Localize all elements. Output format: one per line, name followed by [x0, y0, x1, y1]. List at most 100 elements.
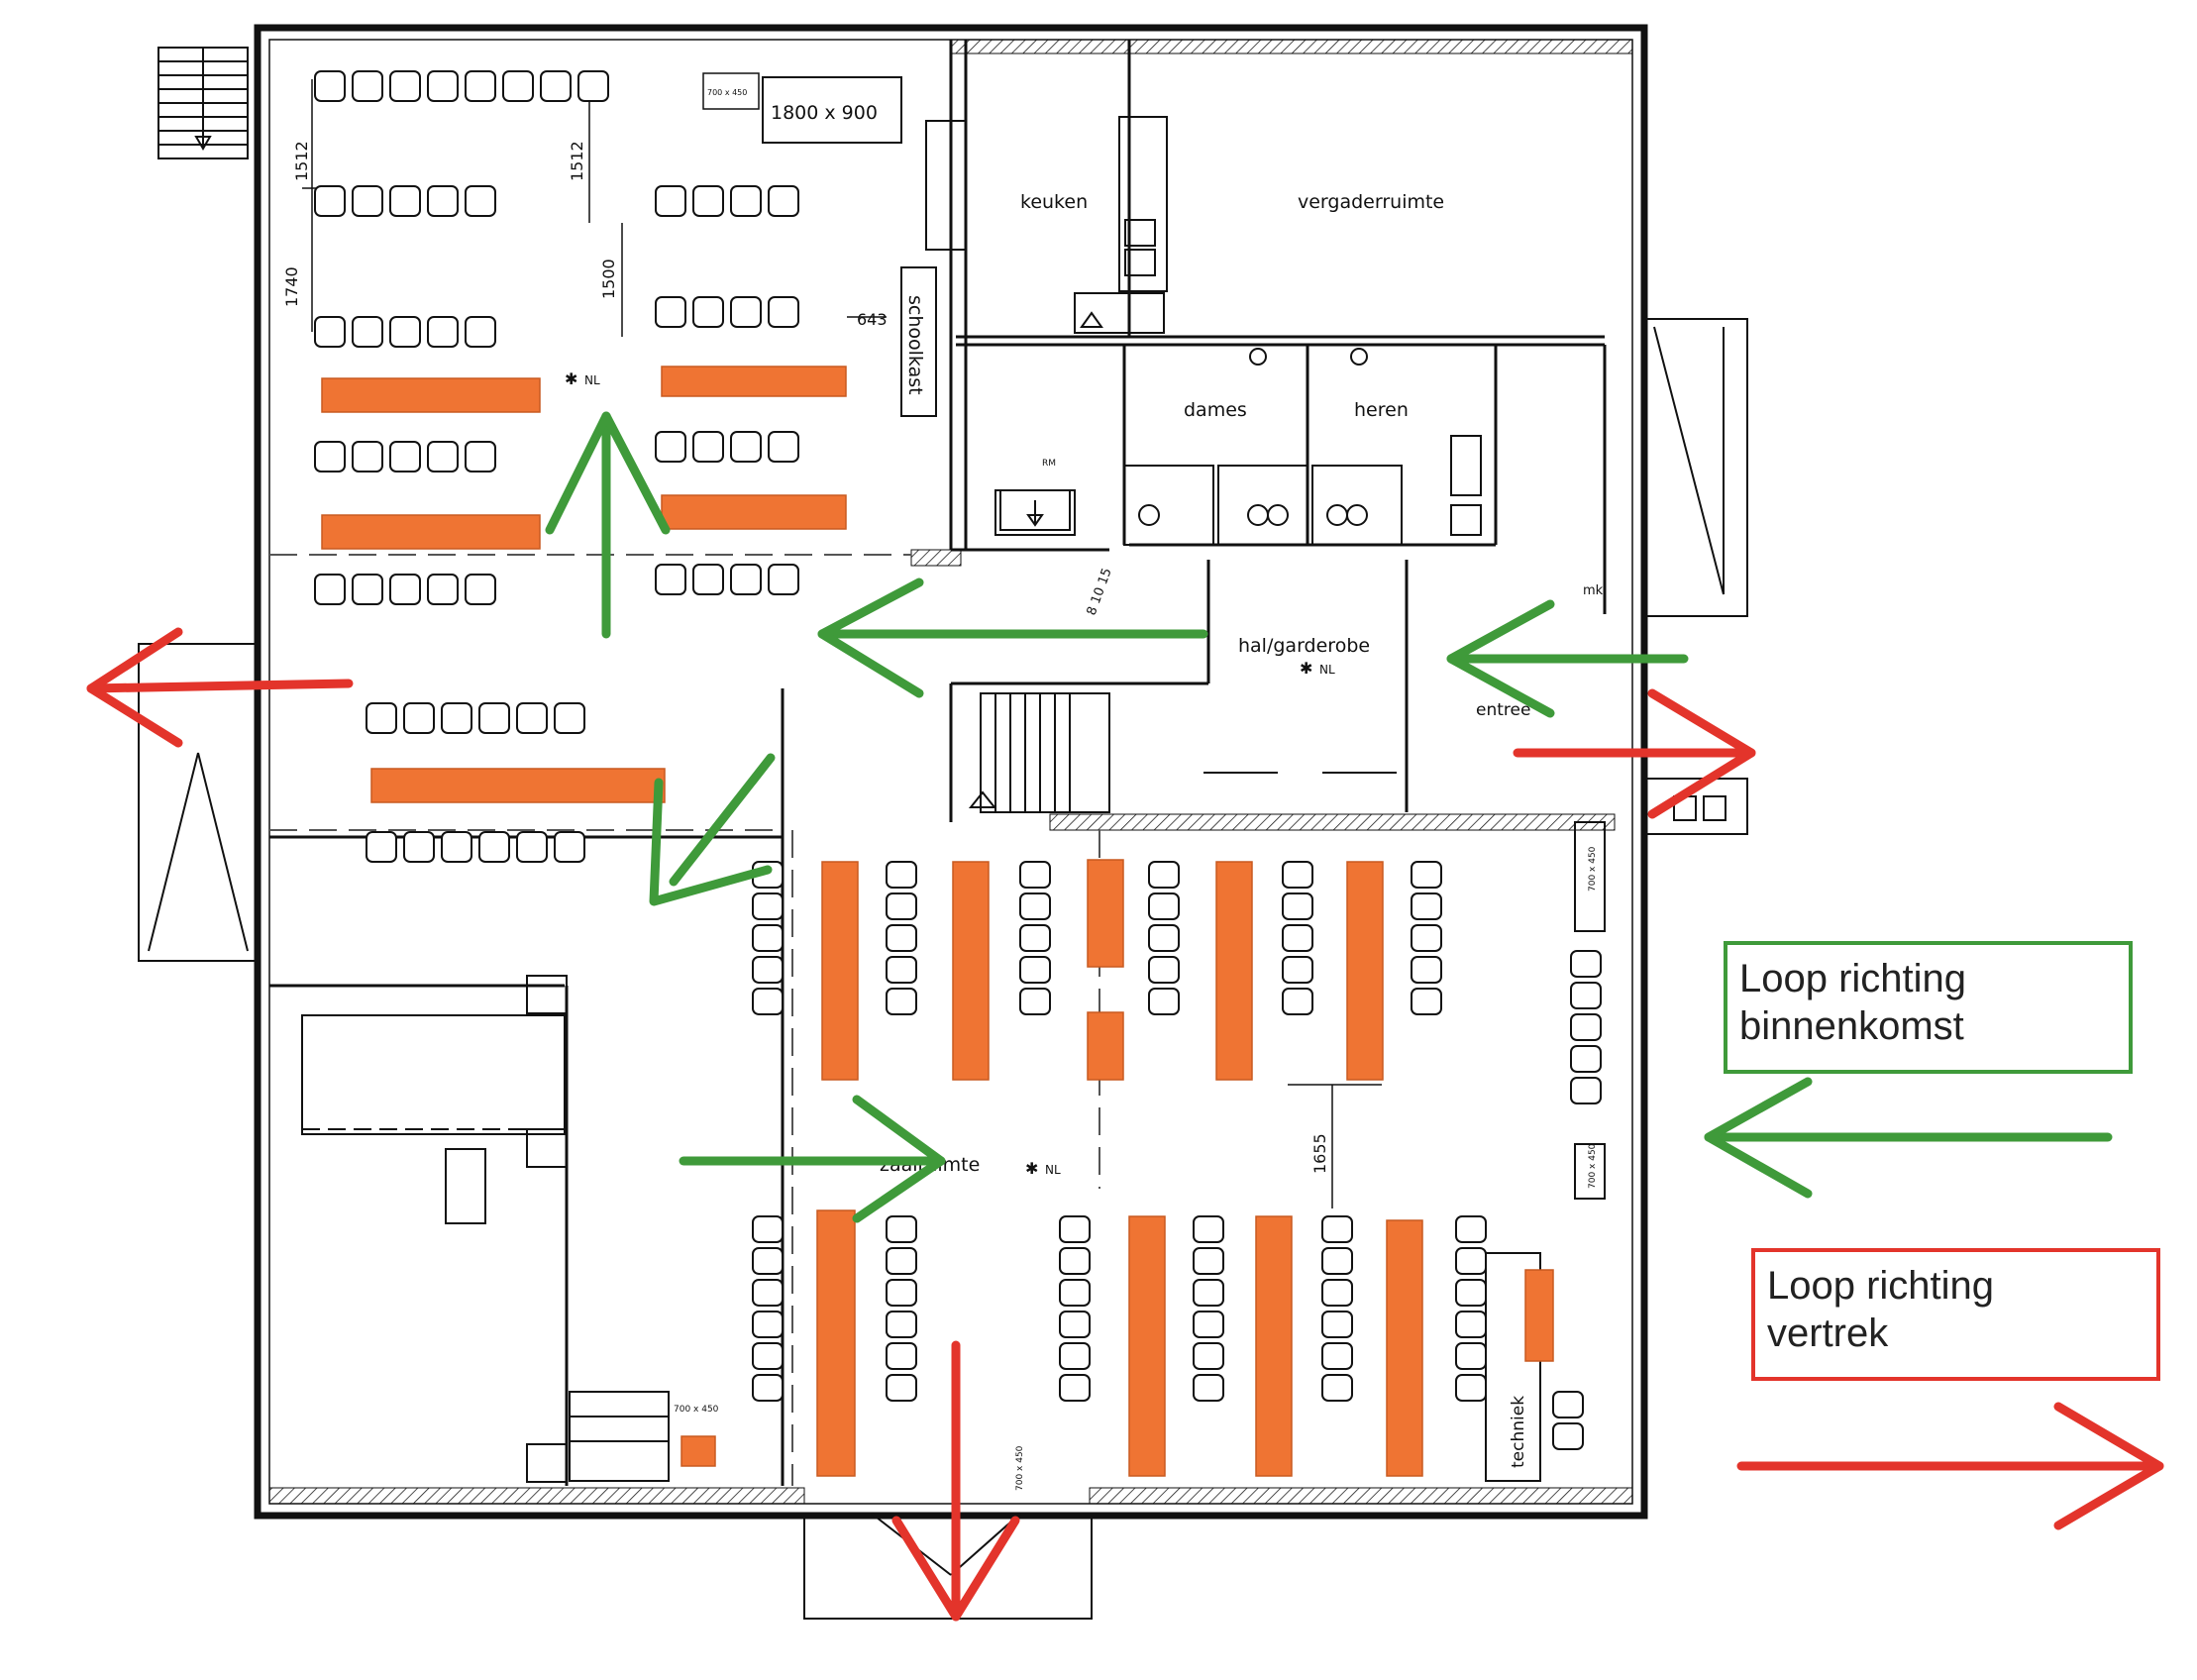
chair [1411, 988, 1442, 1015]
chair [768, 296, 799, 328]
chair [1282, 956, 1313, 984]
chair [1455, 1215, 1487, 1243]
chair [1321, 1279, 1353, 1307]
chair [314, 70, 346, 102]
chair [502, 70, 534, 102]
chair [1148, 988, 1180, 1015]
chair [427, 316, 459, 348]
chair [1411, 956, 1442, 984]
chair [692, 431, 724, 463]
chair [1570, 1013, 1602, 1041]
chair [389, 441, 421, 472]
exterior-features [138, 47, 1748, 1620]
legend-departure: Loop richting vertrek [1751, 1248, 2160, 1381]
nl-marker-2: NL [1319, 663, 1335, 677]
chair [886, 1311, 917, 1338]
chair [655, 185, 686, 217]
chair [1059, 1342, 1091, 1370]
dim-643: 643 [857, 310, 888, 329]
chair [886, 1279, 917, 1307]
chair [1019, 924, 1051, 952]
orange-table [816, 1209, 856, 1477]
chair [886, 1342, 917, 1370]
arrival-arrow-zaal-head [852, 1095, 946, 1223]
chair [352, 70, 383, 102]
dim-1512-a: 1512 [292, 141, 311, 181]
chair [752, 988, 784, 1015]
chair [1019, 861, 1051, 889]
departure-arrow-south-head [891, 1516, 1020, 1622]
dim-1500: 1500 [599, 259, 618, 299]
chair [1321, 1215, 1353, 1243]
emergency-symbol [999, 489, 1071, 531]
techniek-label: techniek [1509, 1396, 1528, 1468]
chair [886, 924, 917, 952]
chair [752, 924, 784, 952]
chair [752, 1342, 784, 1370]
departure-arrow-legend-head [2053, 1402, 2164, 1530]
chair [1193, 1247, 1224, 1275]
orange-table [661, 366, 847, 397]
chair [655, 431, 686, 463]
chair [886, 956, 917, 984]
chair [1570, 1045, 1602, 1073]
chair [1411, 892, 1442, 920]
departure-arrow-west-head [86, 627, 183, 748]
chair [403, 702, 435, 734]
chair [1282, 861, 1313, 889]
nl-marker-1: NL [584, 373, 600, 387]
chair [465, 441, 496, 472]
chair [1059, 1215, 1091, 1243]
chair [1193, 1342, 1224, 1370]
chair [1059, 1247, 1091, 1275]
chair [427, 441, 459, 472]
chair [752, 892, 784, 920]
orange-table [1087, 1011, 1124, 1081]
schoolkast-label: schoolkast [904, 295, 926, 395]
dim-small-table: 700 x 450 [707, 88, 747, 97]
chair [441, 831, 472, 863]
chair [314, 574, 346, 605]
chair [389, 70, 421, 102]
chair [730, 185, 762, 217]
chair [427, 70, 459, 102]
chair [1059, 1311, 1091, 1338]
dim-1512-b: 1512 [568, 141, 586, 181]
departure-arrow-west [86, 679, 354, 693]
chair [730, 431, 762, 463]
nl-marker-3: NL [1045, 1163, 1061, 1177]
chair [752, 1311, 784, 1338]
room-keuken: keuken [1020, 191, 1088, 213]
orange-table [821, 861, 859, 1081]
dim-small-table-2: 700 x 450 [1588, 846, 1598, 892]
chair [752, 1247, 784, 1275]
chair [692, 564, 724, 595]
chair [1193, 1215, 1224, 1243]
chair [389, 316, 421, 348]
dim-1740: 1740 [282, 266, 301, 307]
dim-small-table-3: 700 x 450 [1588, 1143, 1598, 1189]
chair [1411, 924, 1442, 952]
arrival-arrow-legend-head [1704, 1077, 1813, 1199]
dim-table-size: 1800 x 900 [771, 102, 878, 124]
chair [352, 316, 383, 348]
chair [886, 1215, 917, 1243]
chair [1193, 1311, 1224, 1338]
chair [478, 702, 510, 734]
chair [1552, 1422, 1584, 1450]
legend-departure-line2: vertrek [1767, 1312, 1889, 1355]
chair [886, 892, 917, 920]
chair [465, 185, 496, 217]
chair [692, 185, 724, 217]
chair [1570, 950, 1602, 978]
inner-stairs [968, 692, 1397, 813]
room-heren: heren [1354, 399, 1409, 421]
chair [1148, 924, 1180, 952]
departure-arrow-east-head [1647, 688, 1756, 819]
chair [516, 831, 548, 863]
legend-arrival: Loop richting binnenkomst [1724, 941, 2133, 1074]
arrival-arrow-entrance-head [1446, 599, 1555, 718]
chair [1455, 1374, 1487, 1402]
kitchen-fittings [900, 116, 1168, 417]
